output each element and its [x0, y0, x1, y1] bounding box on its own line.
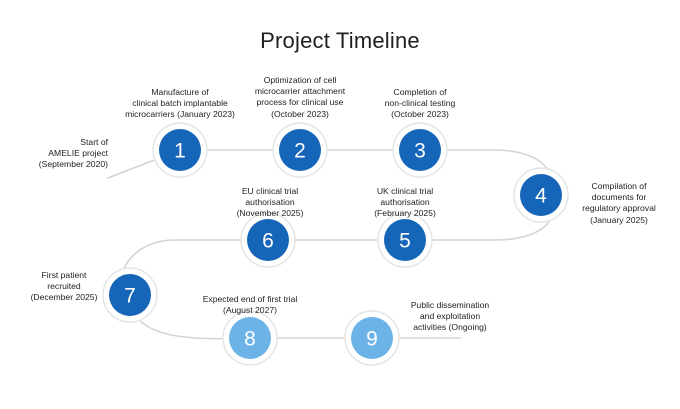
milestone-7-marker: 7	[102, 267, 158, 323]
milestone-7-circle	[109, 274, 151, 316]
milestone-8-circle	[229, 317, 271, 359]
milestone-5-circle	[384, 219, 426, 261]
milestone-6-label: EU clinical trial authorisation (Novembe…	[236, 186, 304, 219]
milestone-6-circle	[247, 219, 289, 261]
milestone-2-marker: 2	[272, 122, 328, 178]
milestone-8-label: Expected end of first trial (August 2027…	[202, 294, 298, 316]
milestone-9-number: 9	[366, 328, 378, 351]
milestone-8-number: 8	[244, 328, 256, 351]
milestone-6-number: 6	[262, 230, 274, 253]
milestone-1-circle	[159, 129, 201, 171]
milestone-3-label: Completion of non-clinical testing (Octo…	[384, 87, 456, 120]
milestone-6-marker: 6	[240, 212, 296, 268]
milestone-2-label: Optimization of cell microcarrier attach…	[254, 75, 346, 119]
milestone-3-marker: 3	[392, 122, 448, 178]
milestone-5-marker: 5	[377, 212, 433, 268]
milestone-4-label: Compilation of documents for regulatory …	[582, 181, 656, 225]
milestone-9-label: Public dissemination and exploitation ac…	[410, 300, 490, 333]
page-title: Project Timeline	[260, 28, 420, 53]
milestone-1-number: 1	[174, 140, 186, 163]
start-label: Start of AMELIE project (September 2020)	[38, 137, 108, 170]
milestone-7-number: 7	[124, 285, 136, 308]
milestone-9-circle	[351, 317, 393, 359]
milestone-2-circle	[279, 129, 321, 171]
milestone-8-marker: 8	[222, 310, 278, 366]
milestone-5-label: UK clinical trial authorisation (Februar…	[374, 186, 436, 219]
milestone-4-circle	[520, 174, 562, 216]
milestone-3-circle	[399, 129, 441, 171]
milestone-9-marker: 9	[344, 310, 400, 366]
milestone-2-number: 2	[294, 140, 306, 163]
milestone-5-number: 5	[399, 230, 411, 253]
milestone-4-marker: 4	[513, 167, 569, 223]
milestone-1-marker: 1	[152, 122, 208, 178]
milestone-3-number: 3	[414, 140, 426, 163]
milestone-7-label: First patient recruited (December 2025)	[30, 270, 98, 303]
milestone-1-label: Manufacture of clinical batch implantabl…	[125, 87, 235, 120]
milestone-4-number: 4	[535, 185, 547, 208]
